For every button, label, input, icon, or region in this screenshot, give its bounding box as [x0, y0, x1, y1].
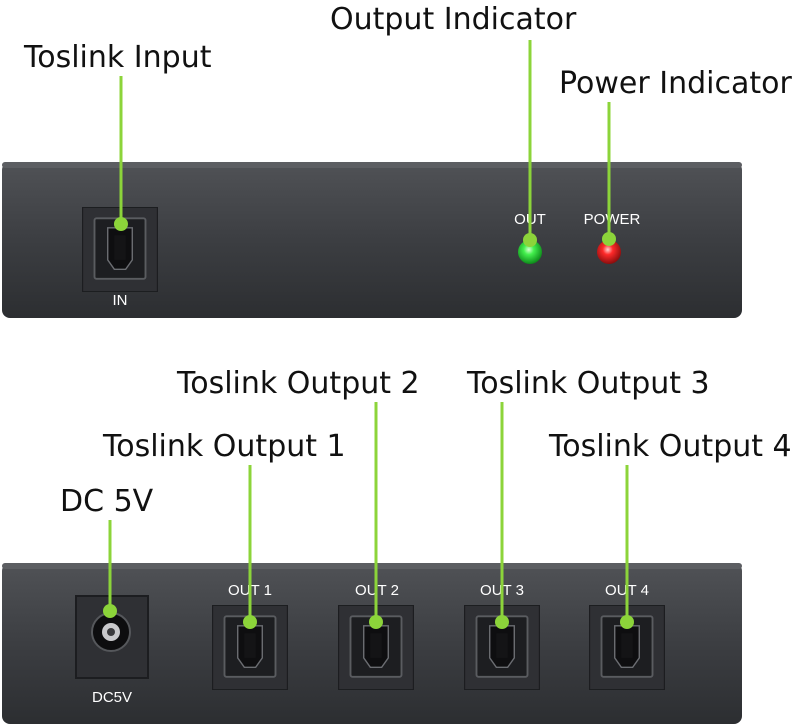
callout-toslink-output-2-dot — [369, 615, 383, 629]
callout-output-indicator-dot — [523, 233, 537, 247]
dc-jack[interactable] — [75, 595, 149, 679]
callout-output-indicator-label: Output Indicator — [330, 2, 577, 37]
callout-toslink-output-2: Toslink Output 2 — [176, 366, 420, 629]
callout-toslink-input: Toslink Input — [23, 40, 212, 231]
callout-toslink-output-3-dot — [495, 615, 509, 629]
front-panel-body — [2, 162, 742, 318]
green-led-icon — [518, 240, 542, 264]
callout-toslink-output-1-label: Toslink Output 1 — [102, 429, 346, 464]
power-led-label: POWER — [584, 211, 641, 228]
dc-label: DC5V — [92, 689, 132, 706]
rear-panel: DC5V OUT 1 OUT 2 OUT 3 OUT 4 — [2, 563, 742, 724]
red-led-icon — [597, 240, 621, 264]
callout-dc-5v-dot — [103, 604, 117, 618]
callout-toslink-output-4-dot — [620, 615, 634, 629]
dc-jack-icon — [91, 612, 131, 652]
callout-toslink-output-4-label: Toslink Output 4 — [548, 429, 792, 464]
rear-panel-top-edge — [2, 563, 742, 569]
callout-toslink-input-dot — [114, 217, 128, 231]
callout-power-indicator-dot — [602, 232, 616, 246]
callout-toslink-output-1-dot — [243, 615, 257, 629]
callout-toslink-output-3-label: Toslink Output 3 — [466, 366, 710, 401]
callout-power-indicator: Power Indicator — [559, 66, 792, 246]
callout-toslink-output-1: Toslink Output 1 — [102, 429, 346, 629]
callout-dc-5v: DC 5V — [60, 484, 154, 618]
callout-output-indicator: Output Indicator — [330, 2, 577, 247]
callout-toslink-output-3: Toslink Output 3 — [466, 366, 710, 629]
in-label: IN — [113, 292, 128, 309]
callout-toslink-output-2-label: Toslink Output 2 — [176, 366, 420, 401]
front-panel: IN OUT POWER — [2, 162, 742, 318]
callout-power-indicator-label: Power Indicator — [559, 66, 792, 101]
callout-dc-5v-label: DC 5V — [60, 484, 154, 519]
callout-toslink-output-4: Toslink Output 4 — [548, 429, 792, 629]
front-panel-top-edge — [2, 162, 742, 168]
callout-toslink-input-label: Toslink Input — [23, 40, 212, 75]
